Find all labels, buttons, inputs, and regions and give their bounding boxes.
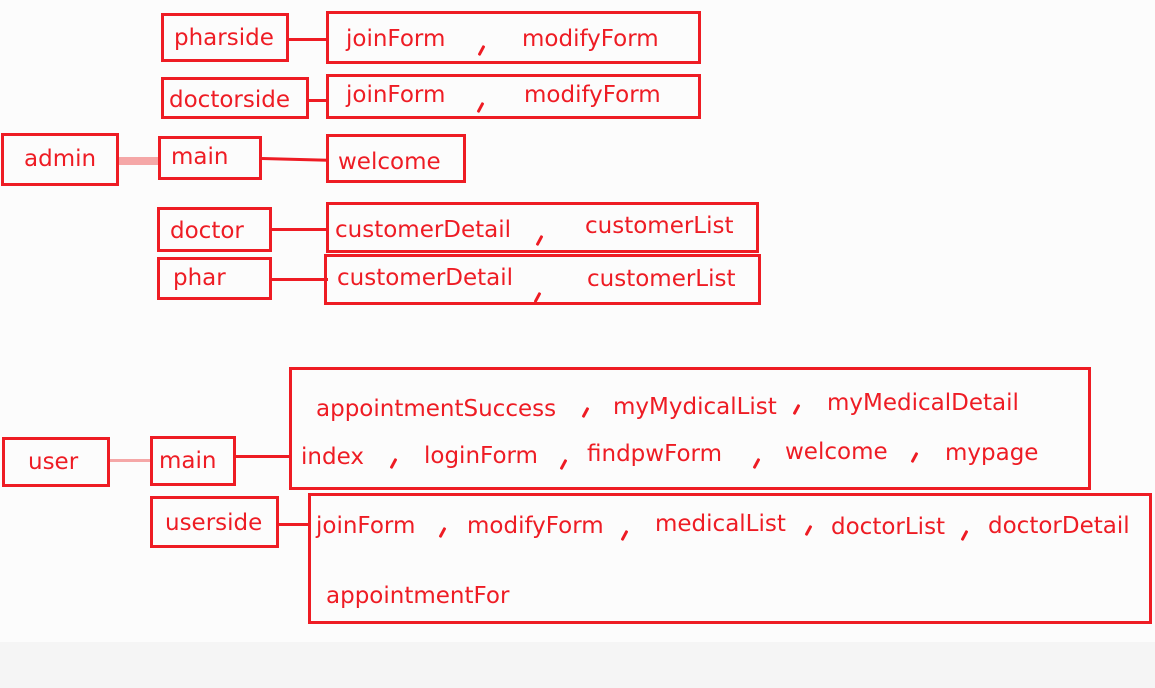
user-node-label: user [28,449,79,475]
userside-pages-box [308,493,1152,624]
userside-page-5: doctorDetail [988,513,1130,539]
admin-main-node [158,136,262,180]
doctor-node [157,207,272,252]
userside-connector [279,523,310,526]
admin-node-label: admin [24,146,97,172]
phar-node [157,257,272,300]
pharside-node-label: pharside [174,25,274,51]
user-main-page-4: index [301,444,364,470]
user-main-node-label: main [159,448,217,474]
phar-node-label: phar [173,265,226,291]
doctor-page-1: customerDetail [335,217,512,243]
phar-page-2: customerList [587,266,736,292]
user-main-page-5: loginForm [424,443,538,469]
user-main-node [150,436,236,486]
pharside-page-1: joinForm [346,26,446,52]
user-main-pages-box [289,367,1091,490]
user-main-connector [236,455,292,458]
userside-page-3: medicalList [655,511,786,537]
phar-connector [272,278,328,281]
user-main-page-3: myMedicalDetail [827,390,1019,416]
pharside-connector [289,38,328,41]
userside-page-1: joinForm [316,513,416,539]
userside-page-6: appointmentFor [326,583,510,609]
userside-page-2: modifyForm [467,513,604,539]
diagram-canvas: admin pharside joinForm modifyForm docto… [1,11,1152,624]
user-node [2,437,110,487]
doctorside-connector [309,99,328,102]
doctorside-page-1: joinForm [346,82,446,108]
phar-page-1: customerDetail [337,265,514,291]
doctorside-page-2: modifyForm [524,82,661,108]
pharside-node [161,13,289,62]
admin-node [1,133,119,186]
admin-main-node-label: main [171,144,229,170]
admin-to-main-connector [119,157,159,165]
admin-main-page-1: welcome [338,149,441,175]
user-main-page-2: myMydicalList [613,394,777,420]
doctorside-pages-box [326,74,701,119]
phar-pages-box [324,254,761,305]
doctorside-node-label: doctorside [169,87,290,113]
doctorside-node [161,77,309,119]
user-main-page-7: welcome [785,439,888,465]
user-to-main-connector [110,459,152,462]
user-main-page-6: findpwForm [587,441,723,467]
user-main-page-8: mypage [945,440,1039,466]
doctor-pages-box [326,202,759,253]
doctor-page-2: customerList [585,213,734,239]
userside-node-label: userside [165,510,263,536]
userside-page-4: doctorList [831,514,946,540]
admin-main-connector [261,157,329,162]
user-main-page-1: appointmentSuccess [316,396,557,422]
pharside-pages-box [326,11,701,64]
admin-main-pages-box [326,134,466,183]
doctor-connector [272,228,328,231]
userside-node [150,496,279,548]
doctor-node-label: doctor [170,218,244,244]
pharside-page-2: modifyForm [522,26,659,52]
